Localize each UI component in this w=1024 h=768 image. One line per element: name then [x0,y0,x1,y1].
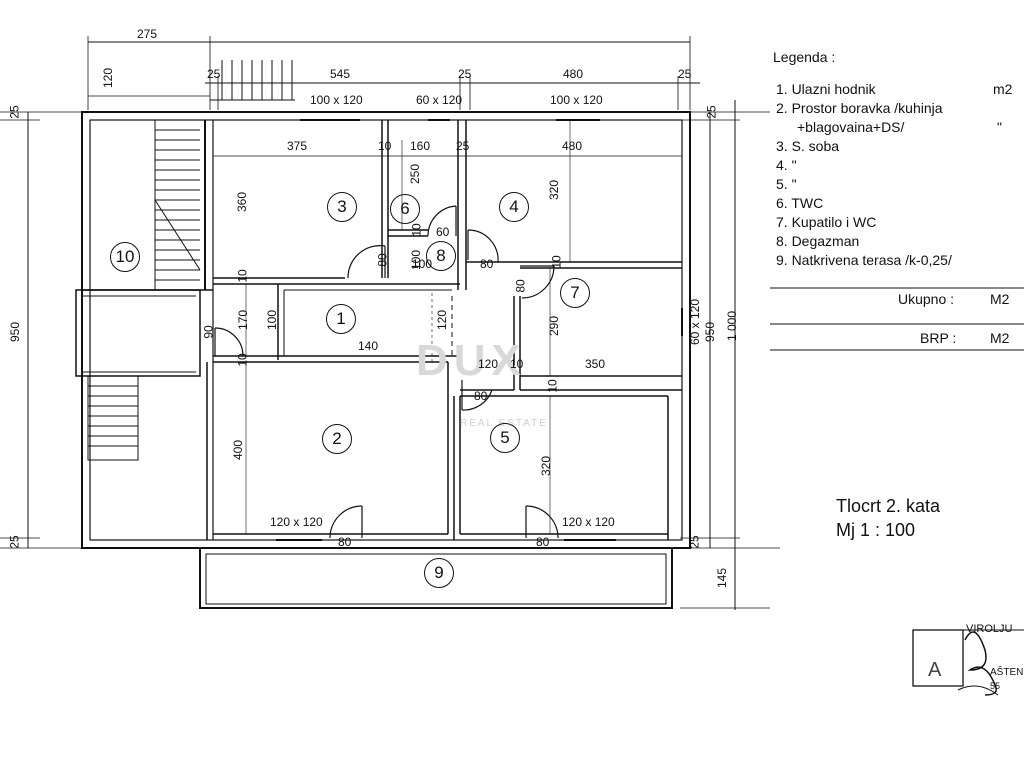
dim-320-top: 320 [547,179,562,201]
dim-25-a: 25 [207,67,221,81]
room-number-8: 8 [426,241,456,271]
dim-145: 145 [715,567,730,589]
dim-360: 360 [235,191,250,213]
window-60x120-right: 60 x 120 [688,298,703,346]
dim-290: 290 [547,315,562,337]
dim-170: 170 [236,309,251,331]
dim-25-bottom-left: 25 [7,535,22,549]
legend-item-2: 2. Prostor boravka /kuhinja [776,100,943,116]
dim-25-c: 25 [678,67,692,81]
room-number-6: 6 [390,194,420,224]
dim-60: 60 [436,225,450,239]
dim-120-mid: 120 [478,357,499,371]
dim-275: 275 [137,27,158,41]
dim-350: 350 [585,357,606,371]
room-number-5: 5 [490,423,520,453]
dim-480-inner: 480 [562,139,583,153]
legend-total-unit: M2 [990,291,1010,307]
dim-320-bottom: 320 [539,455,554,477]
dim-80-door4: 80 [480,257,494,271]
dim-10-f: 10 [510,357,524,371]
dim-25-d: 25 [456,139,470,153]
dim-10-c: 10 [235,269,250,283]
legend-ditto: " [997,119,1002,135]
dim-25-b: 25 [458,67,472,81]
dim-80-door3: 80 [375,253,390,267]
dim-950-right: 950 [703,321,718,343]
dim-10-g: 10 [545,379,560,393]
dim-90: 90 [201,325,216,339]
legend-item-2-cont: +blagovaina+DS/ [797,119,905,135]
dim-80-door7: 80 [513,279,528,293]
legend-item-9: 9. Natkrivena terasa /k-0,25/ [776,252,952,268]
dim-120-left-top: 120 [101,67,116,89]
dim-950-left: 950 [8,321,23,343]
dim-10-d: 10 [549,255,564,269]
window-100x120-b: 100 x 120 [550,93,603,107]
legend-total-label: Ukupno : [898,291,955,307]
dim-545: 545 [330,67,351,81]
legend-unit-header: m2 [993,81,1013,97]
dim-120-hall: 120 [435,309,450,331]
room-number-4: 4 [499,192,529,222]
room-number-3: 3 [327,192,357,222]
legend-brp-label: BRP : [920,330,957,346]
room-number-1: 1 [326,304,356,334]
dim-80-door5: 80 [474,389,488,403]
room-number-2: 2 [322,424,352,454]
stamp-text-3: 55 [990,681,1001,691]
legend-brp-unit: M2 [990,330,1010,346]
dim-10-b: 10 [409,223,424,237]
dim-140: 140 [358,339,379,353]
stamp-letter: A [928,659,942,681]
legend-title: Legenda : [773,49,836,65]
dim-10-e: 10 [235,353,250,367]
legend-item-5: 5. " [776,176,797,192]
plan-scale: Mj 1 : 100 [836,520,916,540]
room-number-9: 9 [424,558,454,588]
legend-item-1: 1. Ulazni hodnik [776,81,876,97]
dim-80-door5b: 80 [536,535,550,549]
window-120x120-b: 120 x 120 [562,515,615,529]
dim-1000: 1 000 [725,310,740,342]
legend-item-7: 7. Kupatilo i WC [776,214,877,230]
legend-item-6: 6. TWC [776,195,824,211]
dim-375: 375 [287,139,308,153]
dim-400: 400 [231,439,246,461]
dim-80-door2: 80 [338,535,352,549]
dim-480-top: 480 [563,67,584,81]
watermark-logo: DUX [416,336,527,385]
room-number-7: 7 [560,278,590,308]
legend-item-4: 4. " [776,157,797,173]
stamp-text-1: VIROLJU [966,623,1013,635]
dim-100-c: 100 [265,309,280,331]
dim-10-a: 10 [378,139,392,153]
stamp-text-2: AŠTEN [990,667,1024,678]
window-120x120-a: 120 x 120 [270,515,323,529]
legend-item-8: 8. Degazman [776,233,860,249]
legend-item-3: 3. S. soba [776,138,840,154]
window-100x120-a: 100 x 120 [310,93,363,107]
dim-25-left: 25 [7,105,22,119]
dim-250: 250 [408,163,423,185]
room-number-10: 10 [110,242,140,272]
dim-25-bottom-right: 25 [687,535,702,549]
plan-title: Tlocrt 2. kata [836,496,941,516]
window-60x120-top: 60 x 120 [416,93,463,107]
dim-25-right-top: 25 [704,105,719,119]
dim-160: 160 [410,139,431,153]
